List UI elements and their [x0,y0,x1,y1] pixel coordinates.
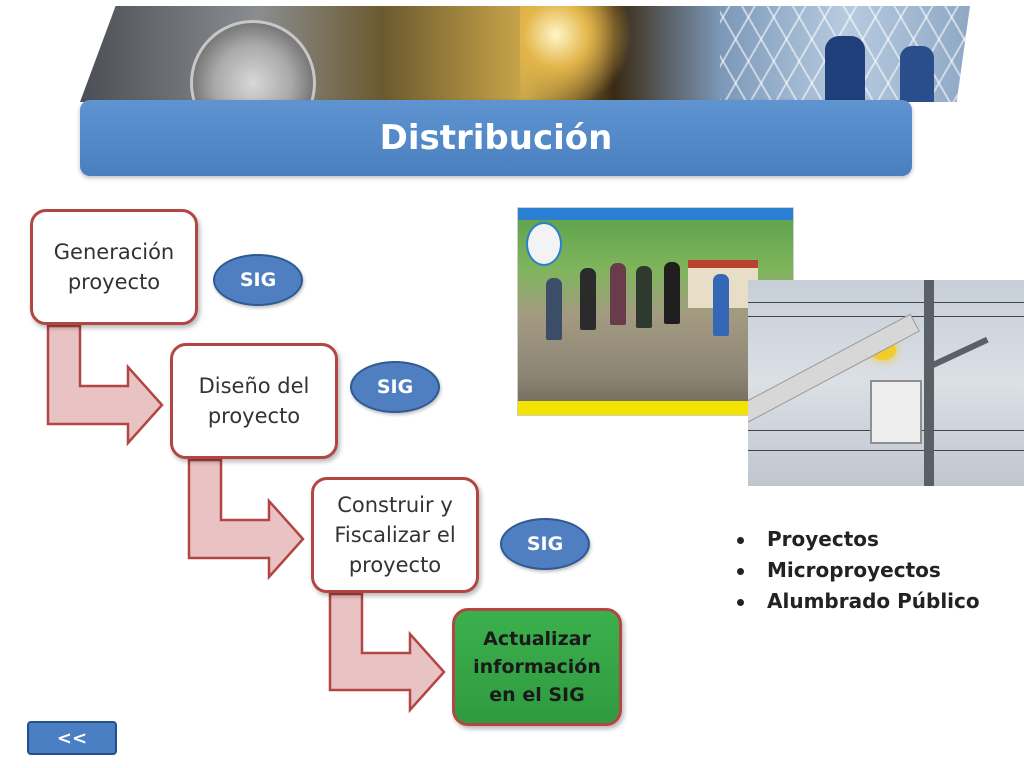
list-item: Alumbrado Público [735,586,980,617]
sig-badge: SIG [213,254,303,306]
municipal-logo [526,222,562,266]
back-button-label: << [56,727,88,749]
title-bar: Distribución [80,100,912,176]
list-item-text: Microproyectos [767,558,941,582]
person-figure [546,278,562,340]
flow-arrow-1 [46,324,164,447]
list-item-text: Alumbrado Público [767,589,980,613]
utility-pole [924,280,934,486]
person-figure [713,274,729,336]
list-item: Proyectos [735,524,980,555]
worker-with-lamp-photo [520,6,640,102]
sig-badge: SIG [500,518,590,570]
list-item: Microproyectos [735,555,980,586]
flow-step-actualizar: Actualizar información en el SIG [452,608,622,726]
street-light-repair-photo [748,280,1024,486]
person-figure [636,266,652,328]
person-figure [580,268,596,330]
power-line [748,302,1024,303]
photo-frame-top [518,208,793,220]
sig-badge-label: SIG [239,269,277,291]
flow-step-construir: Construir y Fiscalizar el proyecto [311,477,479,593]
lineman-figure [900,46,934,102]
lamp-arm [931,336,989,368]
bullet-icon [737,568,744,575]
bullet-list: Proyectos Microproyectos Alumbrado Públi… [735,524,980,617]
flow-step-label: Diseño del proyecto [198,374,310,428]
flow-step-diseno: Diseño del proyecto [170,343,338,459]
page-title: Distribución [379,118,613,158]
header-banner-image [80,6,970,102]
flow-step-label: Actualizar información en el SIG [473,628,601,706]
power-line [748,450,1024,451]
flow-arrow-2 [187,458,305,581]
flow-arrow-3 [328,592,446,714]
list-item-text: Proyectos [767,527,879,551]
photo-frame-bottom [518,401,793,415]
flow-step-label: Construir y Fiscalizar el proyecto [334,493,456,577]
sig-badge-label: SIG [526,533,564,555]
person-figure [664,262,680,324]
sig-badge-label: SIG [376,376,414,398]
bucket-lift [870,380,922,444]
electric-meter-photo [190,20,316,102]
sig-badge: SIG [350,361,440,413]
flow-step-label: Generación proyecto [53,240,175,294]
lineman-figure [825,36,865,102]
bullet-icon [737,537,744,544]
back-button[interactable]: << [27,721,117,755]
flow-step-generacion: Generación proyecto [30,209,198,325]
person-figure [610,263,626,325]
power-line [748,316,1024,317]
bullet-icon [737,599,744,606]
